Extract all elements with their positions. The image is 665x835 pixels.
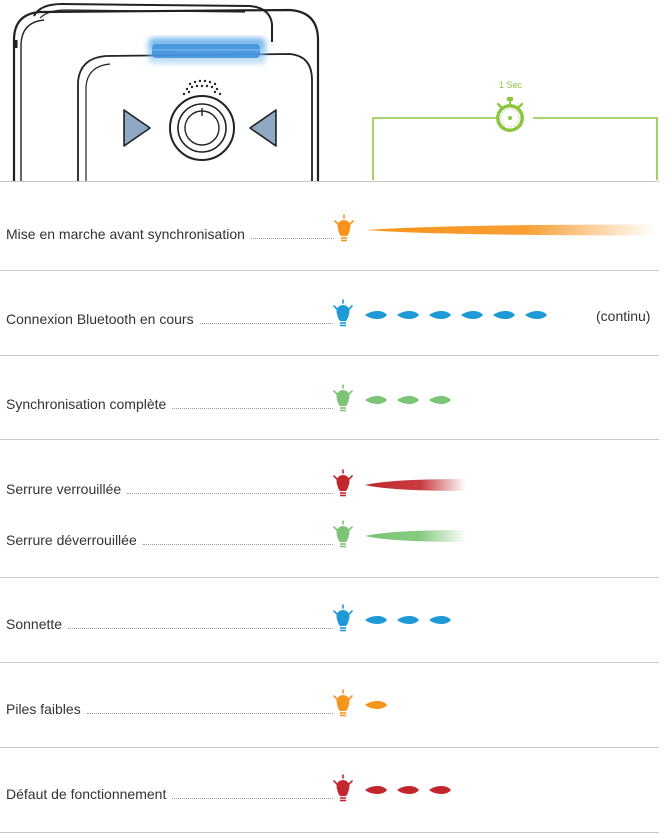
led-blink-mark bbox=[397, 785, 419, 795]
led-blink-mark bbox=[365, 700, 387, 710]
signal-note: (continu) bbox=[596, 308, 651, 324]
dotted-leader bbox=[172, 408, 333, 409]
signal-label: Sonnette bbox=[6, 616, 63, 632]
lock-device-illustration bbox=[12, 2, 320, 182]
dotted-leader bbox=[142, 544, 333, 545]
signal-label: Défaut de fonctionnement bbox=[6, 786, 167, 802]
dotted-leader bbox=[86, 713, 333, 714]
row-separator bbox=[0, 747, 659, 748]
led-blink-mark bbox=[397, 395, 419, 405]
row-separator bbox=[0, 355, 659, 356]
led-blink-mark bbox=[365, 615, 387, 625]
signal-label: Serrure déverrouillée bbox=[6, 532, 137, 548]
led-blink-mark bbox=[493, 310, 515, 320]
dotted-leader bbox=[172, 798, 333, 799]
signal-label: Serrure verrouillée bbox=[6, 481, 122, 497]
led-blink-mark bbox=[365, 395, 387, 405]
dotted-leader bbox=[250, 238, 334, 239]
led-blink-mark bbox=[429, 785, 451, 795]
led-bulb-icon bbox=[333, 384, 353, 412]
led-blink-mark bbox=[429, 615, 451, 625]
signal-label: Mise en marche avant synchronisation bbox=[6, 226, 245, 242]
led-bulb-icon bbox=[333, 469, 353, 497]
dotted-leader bbox=[199, 323, 333, 324]
led-bulb-icon bbox=[333, 604, 353, 632]
led-blink-mark bbox=[365, 785, 387, 795]
row-separator bbox=[0, 270, 659, 271]
led-blink-mark bbox=[461, 310, 483, 320]
led-bulb-icon bbox=[333, 689, 353, 717]
stopwatch-icon bbox=[496, 97, 524, 132]
timer-bracket bbox=[372, 117, 658, 180]
timer-label: 1 Sec bbox=[499, 80, 523, 90]
signal-label: Piles faibles bbox=[6, 701, 81, 717]
led-blink-mark bbox=[365, 310, 387, 320]
row-separator bbox=[0, 439, 659, 440]
led-medium-fade-mark bbox=[365, 530, 466, 542]
led-blink-mark bbox=[397, 310, 419, 320]
dotted-leader bbox=[127, 493, 333, 494]
signal-label: Synchronisation complète bbox=[6, 396, 167, 412]
led-blink-mark bbox=[429, 310, 451, 320]
row-separator bbox=[0, 662, 659, 663]
signal-label: Connexion Bluetooth en cours bbox=[6, 311, 194, 327]
led-long-fade-mark bbox=[366, 224, 655, 236]
row-separator bbox=[0, 181, 659, 182]
led-blink-mark bbox=[429, 395, 451, 405]
led-bulb-icon bbox=[333, 774, 353, 802]
dotted-leader bbox=[68, 628, 333, 629]
row-separator bbox=[0, 577, 659, 578]
led-bulb-icon bbox=[333, 299, 353, 327]
led-blink-mark bbox=[397, 615, 419, 625]
led-bulb-icon bbox=[333, 520, 353, 548]
led-blink-mark bbox=[525, 310, 547, 320]
led-bulb-icon bbox=[334, 214, 354, 242]
row-separator bbox=[0, 832, 659, 833]
led-medium-fade-mark bbox=[365, 479, 466, 491]
